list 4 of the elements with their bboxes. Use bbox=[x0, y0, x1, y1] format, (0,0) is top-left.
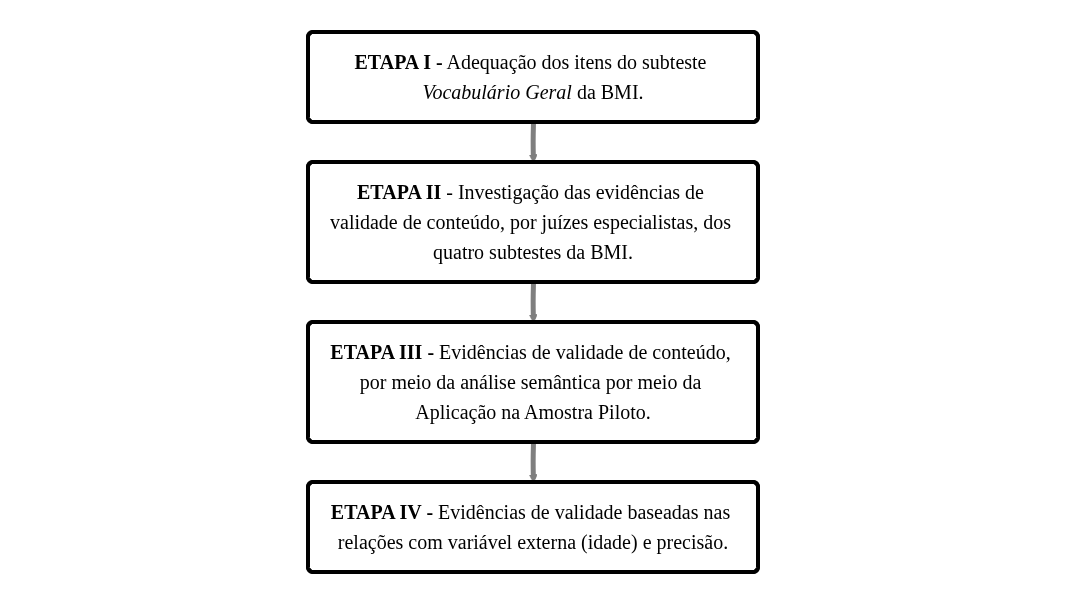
node-text: ETAPA II - Investigação das evidências de validade de conteúdo, por juízes especialistas, dos quatro subtestes da BMI. bbox=[329, 180, 731, 263]
node-text: ETAPA III - Evidências de validade de conteúdo, por meio da análise semântica por meio da Aplicação na Amostra Piloto. bbox=[329, 340, 731, 423]
node-text: ETAPA I - Adequação dos itens do subteste Vocabulário Geral da BMI. bbox=[354, 50, 706, 103]
node-text: ETAPA IV - Evidências de validade baseadas nas relações com variável externa (idade) e precisão. bbox=[330, 500, 730, 553]
